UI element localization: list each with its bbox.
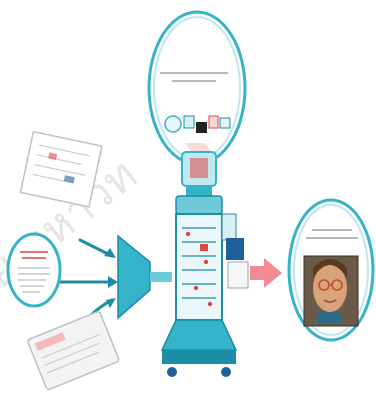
input-arrows (58, 240, 112, 318)
machine-neck (182, 152, 216, 197)
input-arrowheads (104, 248, 118, 308)
input-funnel (118, 236, 172, 318)
output-arrow (250, 258, 282, 288)
face-photo (304, 256, 358, 326)
document-card (21, 132, 102, 207)
left-circle-input (8, 234, 60, 306)
id-card (27, 311, 120, 390)
top-bubble (149, 12, 245, 164)
machine-body (176, 196, 248, 320)
machine-base (162, 320, 236, 377)
